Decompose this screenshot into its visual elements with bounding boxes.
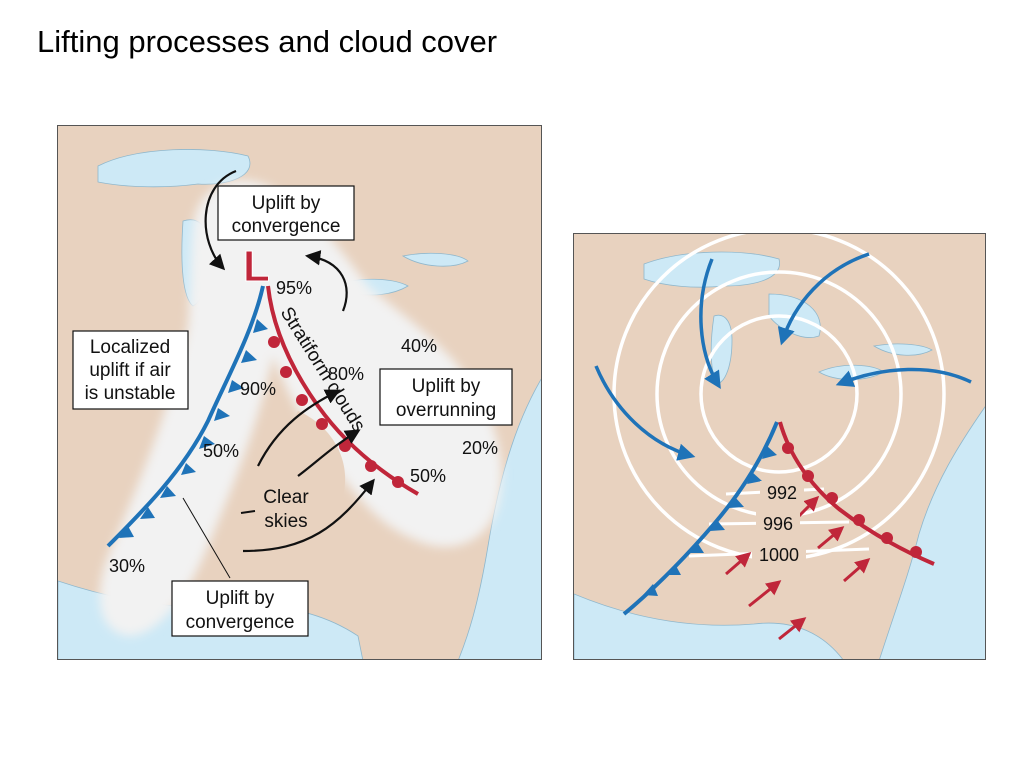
low-pressure-marker: L — [243, 242, 270, 291]
isobar-label-996: 996 — [763, 514, 793, 534]
convergence-pointer — [182, 497, 231, 579]
cloud-cover-percentages: 95% 40% 80% 90% 50% 20% 50% 30% — [109, 278, 498, 576]
percent-20: 20% — [462, 438, 498, 458]
right-map-panel: 992 996 1000 — [573, 233, 986, 660]
arrow-top-right — [304, 250, 348, 312]
percent-95: 95% — [276, 278, 312, 298]
svg-text:is unstable: is unstable — [85, 383, 176, 404]
flow-arrows — [204, 169, 375, 553]
arrow-mid-2 — [297, 429, 361, 477]
clear-skies-label-line2: skies — [264, 511, 307, 532]
atlantic-ocean — [458, 378, 541, 659]
left-map-panel: L Uplift by convergence Localized uplift… — [57, 125, 542, 660]
isobar-label-992: 992 — [767, 483, 797, 503]
warm-air-arrows — [725, 495, 871, 641]
cloud-body — [99, 180, 502, 637]
warm-front-semicircles — [268, 336, 404, 488]
isobar-label-1000: 1000 — [759, 545, 799, 565]
percent-50-left: 50% — [203, 441, 239, 461]
arrow-north — [777, 252, 870, 346]
svg-text:convergence: convergence — [232, 216, 341, 237]
svg-text:Uplift by: Uplift by — [412, 376, 481, 397]
box-overrunning: Uplift by overrunning — [379, 368, 513, 426]
lake-superior — [97, 149, 251, 188]
percent-80: 80% — [328, 364, 364, 384]
arrow-bottom — [242, 478, 375, 553]
svg-text:convergence: convergence — [186, 612, 295, 633]
inflow-arrows — [594, 252, 972, 461]
svg-text:uplift if air: uplift if air — [89, 360, 171, 381]
arrow-north-west — [699, 258, 721, 389]
lake-ontario — [401, 252, 469, 267]
box-localized-uplift: Localized uplift if air is unstable — [72, 330, 189, 410]
slide-title: Lifting processes and cloud cover — [37, 24, 498, 59]
clear-skies-dash — [240, 510, 256, 514]
right-map-svg: 992 996 1000 — [574, 234, 985, 659]
isobar-labels: 992 996 1000 — [752, 481, 806, 565]
arrow-west — [594, 365, 696, 461]
box-top-convergence: Uplift by convergence — [217, 185, 355, 241]
warm-front-line — [266, 285, 419, 496]
arrow-mid-1 — [257, 389, 341, 467]
cold-front-triangles — [643, 446, 777, 596]
isobar-992 — [699, 314, 859, 474]
left-map-svg: L Uplift by convergence Localized uplift… — [58, 126, 541, 659]
box-bottom-convergence: Uplift by convergence — [171, 580, 309, 637]
cold-front-triangles — [119, 319, 268, 538]
arrow-top-left — [204, 169, 237, 271]
lake-ontario — [872, 343, 933, 356]
arrow-east — [835, 367, 972, 387]
percent-50-right: 50% — [410, 466, 446, 486]
percent-90: 90% — [240, 379, 276, 399]
svg-text:Localized: Localized — [90, 337, 170, 358]
svg-text:Uplift by: Uplift by — [206, 588, 275, 609]
percent-30: 30% — [109, 556, 145, 576]
svg-text:Uplift by: Uplift by — [252, 193, 321, 214]
atlantic-ocean — [879, 406, 985, 659]
cloud-shield — [99, 180, 502, 637]
clear-skies-label-line1: Clear — [263, 487, 309, 508]
warm-front-semicircles — [782, 442, 922, 558]
percent-40: 40% — [401, 336, 437, 356]
svg-text:overrunning: overrunning — [396, 400, 496, 421]
cold-front-line — [106, 285, 265, 548]
